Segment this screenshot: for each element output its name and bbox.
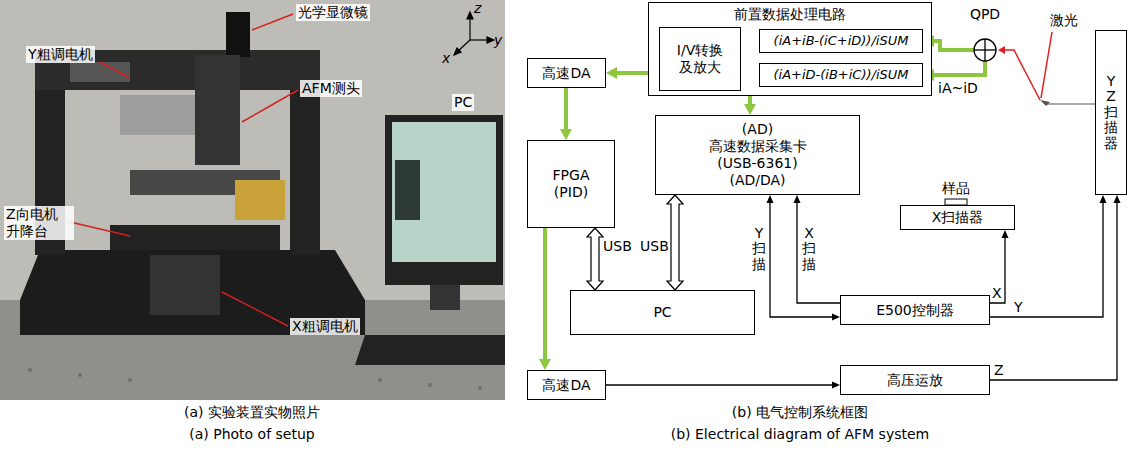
signal-line <box>933 61 985 75</box>
formula-box: (iA+iB-(iC+iD))/iSUM <box>759 29 923 53</box>
node-text: YZ扫描器 <box>1104 74 1118 151</box>
node-text: (USB-6361) <box>717 155 797 172</box>
formula-box: (iA+iD-(iB+iC))/iSUM <box>759 63 923 87</box>
arrowhead <box>832 382 840 389</box>
axis-label: y <box>494 32 502 49</box>
signal-line <box>748 96 752 105</box>
detector-symbol: QPD <box>963 6 1007 62</box>
node-text: (iA+iD-(iB+iC))/iSUM <box>773 67 908 83</box>
signal-line <box>543 228 547 360</box>
wire <box>797 202 840 303</box>
node-text: FPGA (PID) <box>546 167 596 201</box>
process-box: E500控制器 <box>840 295 990 325</box>
signal-line <box>933 41 974 50</box>
edge-label: X扫描 <box>802 226 816 272</box>
signal-label: 激光 <box>1050 12 1078 29</box>
signal-line <box>564 88 568 130</box>
connector <box>539 228 551 370</box>
process-box: YZ扫描器 <box>1095 30 1127 195</box>
connector <box>587 228 603 290</box>
part-label: AFM测头 <box>300 80 362 97</box>
process-box: X扫描器 <box>900 205 1015 230</box>
process-box: 高速DA <box>527 58 606 88</box>
process-box: PC <box>570 290 755 335</box>
connector <box>794 195 841 303</box>
node-text: 前置数据处理电路 <box>734 6 846 23</box>
node-text: (iA+iB-(iC+iD))/iSUM <box>774 33 909 49</box>
node-text: 高压运放 <box>887 372 943 389</box>
signal-label: iA~iD <box>938 80 978 97</box>
connector <box>606 382 840 389</box>
node-text: (AD/DA) <box>729 172 785 189</box>
node-text: QPD <box>970 6 1000 23</box>
connector <box>990 230 1009 303</box>
node-text: I/V转换 及放大 <box>670 42 730 76</box>
arrowhead <box>606 67 617 79</box>
node-text: 高速数据采集卡 <box>709 138 807 155</box>
arrowhead <box>1002 230 1009 238</box>
edge-label: Z <box>994 362 1004 379</box>
caption: (a) 实验装置实物照片 <box>184 404 320 421</box>
node-text: PC <box>653 304 671 321</box>
qpd-circle <box>973 38 997 62</box>
arrowhead <box>794 195 801 203</box>
part-label: 样品 <box>942 180 970 197</box>
process-box: FPGA (PID) <box>527 140 615 228</box>
axis-label: x <box>442 50 450 67</box>
connector <box>923 61 985 81</box>
edge-label: X <box>992 285 1002 302</box>
edge-label: USB <box>603 238 632 255</box>
caption: (b) 电气控制系统框图 <box>732 404 868 421</box>
wire <box>606 384 833 385</box>
usb-arrow <box>667 195 683 290</box>
process-box: 高压运放 <box>840 365 990 395</box>
connector <box>744 96 756 115</box>
node-text: 高速DA <box>542 65 590 82</box>
wire <box>990 237 1005 303</box>
connector <box>667 195 683 290</box>
edge-label: Y <box>1014 299 1023 316</box>
process-box: (AD)高速数据采集卡(USB-6361)(AD/DA) <box>655 115 860 195</box>
axis-label: z <box>474 0 481 17</box>
arrowhead <box>767 195 774 203</box>
node-text: E500控制器 <box>876 302 954 319</box>
part-label: X粗调电机 <box>290 318 360 335</box>
caption: (b) Electrical diagram of AFM system <box>671 426 929 443</box>
part-label: Z向电机 升降台 <box>4 206 74 240</box>
usb-arrow <box>587 228 603 290</box>
arrowhead <box>1100 195 1107 203</box>
arrowhead <box>539 359 551 370</box>
node-text: (AD) <box>742 121 773 138</box>
part-label: Y粗调电机 <box>26 46 95 63</box>
part-label: PC <box>452 94 474 111</box>
node-text: 高速DA <box>542 377 590 394</box>
wire <box>770 202 833 317</box>
arrowhead <box>1114 195 1121 203</box>
caption: (a) Photo of setup <box>189 426 314 443</box>
connector <box>767 195 841 321</box>
edge-label: USB <box>640 238 669 255</box>
arrowhead <box>832 314 840 321</box>
part-label: 光学显微镜 <box>296 4 370 21</box>
arrowhead <box>560 129 572 140</box>
connector <box>560 88 572 140</box>
arrowhead <box>744 104 756 115</box>
process-box: I/V转换 及放大 <box>659 27 741 91</box>
circuit-group: 前置数据处理电路 I/V转换 及放大 (iA+iB-(iC+iD))/iSUM (iA… <box>648 2 932 96</box>
process-box: 高速DA <box>527 370 606 400</box>
edge-label: Y扫描 <box>752 226 766 272</box>
node-text: X扫描器 <box>932 209 984 226</box>
